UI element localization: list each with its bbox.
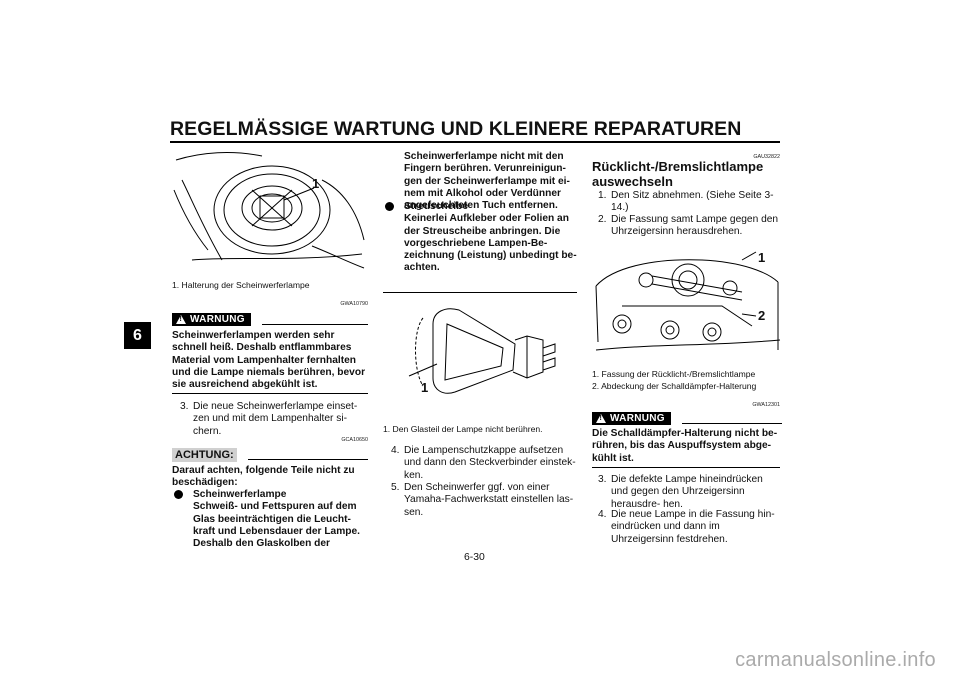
step-text: Die Fassung samt Lampe gegen den Uhrzeig…: [611, 214, 779, 238]
headlight-holder-drawing: [173, 152, 365, 269]
step-number: 4.: [391, 445, 400, 456]
halogen-bulb-drawing: [408, 308, 556, 394]
page-number: 6-30: [464, 552, 485, 563]
bulb-glass-figure: 1: [383, 300, 577, 418]
step-number: 2.: [598, 214, 607, 225]
taillight-socket-drawing: [595, 251, 781, 351]
warning-rule: [682, 423, 782, 425]
step-text: Die defekte Lampe hineindrücken und gege…: [611, 474, 763, 510]
figure-label: 1: [421, 380, 429, 395]
warning-text: Scheinwerferlampen werden sehr schnell h…: [172, 330, 366, 391]
bullet-dot-icon: [385, 202, 394, 211]
figure-caption: 1. Halterung der Scheinwerferlampe: [172, 280, 310, 290]
taillight-socket-figure: 1 2: [592, 246, 782, 364]
figure-caption: 1. Den Glasteil der Lampe nicht berühren…: [383, 424, 543, 434]
step-text: Den Sitz abnehmen. (Siehe Seite 3-14.): [611, 190, 774, 214]
bullet-streuscheibe: Streuscheibe Keinerlei Aufkleber oder Fo…: [383, 201, 578, 275]
step-text: Den Scheinwerfer ggf. von einer Yamaha-F…: [404, 482, 574, 518]
achtung-end-rule: [383, 292, 577, 294]
step-text: Die neue Scheinwerferlampe einset- zen u…: [193, 401, 358, 437]
figure-label-2: 2: [758, 308, 766, 323]
figure-label: 1: [312, 176, 320, 191]
step-4: 4. Die neue Lampe in die Fassung hin- ei…: [598, 509, 782, 546]
achtung-header: ACHTUNG:: [172, 445, 368, 463]
warning-label: WARNUNG: [610, 413, 665, 424]
bullet-dot-icon: [174, 490, 183, 499]
headlight-bulb-holder-figure: 1: [172, 150, 368, 272]
step-1: 1. Den Sitz abnehmen. (Siehe Seite 3-14.…: [598, 190, 782, 215]
step-number: 3.: [598, 474, 607, 485]
figure-caption-2: 2. Abdeckung der Schalldämpfer-Halterung: [592, 381, 757, 391]
step-3: 3. Die neue Scheinwerferlampe einset- ze…: [180, 401, 370, 438]
header-rule: [170, 141, 780, 143]
warning-badge: WARNUNG: [592, 412, 671, 425]
step-3: 3. Die defekte Lampe hineindrücken und g…: [598, 474, 782, 511]
achtung-rule: [248, 459, 368, 461]
step-5: 5. Den Scheinwerfer ggf. von einer Yamah…: [391, 482, 579, 519]
warning-end-rule: [592, 467, 780, 469]
bullet-text: Schweiß- und Fettspuren auf dem Glas bee…: [193, 501, 360, 550]
warning-code: GWA12301: [752, 402, 780, 408]
warning-end-rule: [172, 393, 368, 395]
section-code: GAU32822: [753, 154, 780, 160]
step-number: 3.: [180, 401, 189, 412]
step-4: 4. Die Lampenschutzkappe aufsetzen und d…: [391, 445, 579, 482]
step-2: 2. Die Fassung samt Lampe gegen den Uhrz…: [598, 214, 782, 239]
step-text: Die neue Lampe in die Fassung hin- eindr…: [611, 509, 775, 545]
bullet-title: Scheinwerferlampe: [193, 489, 287, 500]
warning-text: Die Schalldämpfer-Halterung nicht be- rü…: [592, 428, 778, 464]
warning-badge: WARNUNG: [172, 313, 251, 326]
figure-caption-1: 1. Fassung der Rücklicht-/Bremslichtlamp…: [592, 369, 756, 379]
warning-label: WARNUNG: [190, 314, 245, 325]
section-title: Rücklicht-/Bremslichtlampe auswechseln: [592, 159, 764, 189]
chapter-tab: 6: [124, 322, 151, 349]
warning-triangle-icon: [176, 315, 186, 324]
step-number: 1.: [598, 190, 607, 201]
warning-header: WARNUNG: [592, 410, 782, 428]
warning-rule: [262, 324, 368, 326]
bullet-title: Streuscheibe: [404, 201, 468, 212]
watermark-text: carmanualsonline.info: [735, 649, 936, 671]
figure-label-1: 1: [758, 250, 766, 265]
achtung-intro: Darauf achten, folgende Teile nicht zu b…: [172, 465, 355, 489]
step-text: Die Lampenschutzkappe aufsetzen und dann…: [404, 445, 576, 481]
achtung-code: GCA10650: [341, 437, 368, 443]
continued-text: Scheinwerferlampe nicht mit den Fingern …: [404, 151, 570, 212]
step-number: 5.: [391, 482, 400, 493]
bullet-text: Keinerlei Aufkleber oder Folien an der S…: [404, 213, 577, 274]
page-header-title: REGELMÄSSIGE WARTUNG UND KLEINERE REPARA…: [170, 118, 742, 140]
step-number: 4.: [598, 509, 607, 520]
warning-header: WARNUNG: [172, 311, 368, 329]
warning-code: GWA10790: [340, 301, 368, 307]
warning-triangle-icon: [596, 414, 606, 423]
achtung-badge: ACHTUNG:: [172, 448, 237, 462]
bullet-scheinwerferlampe: Scheinwerferlampe Schweiß- und Fettspure…: [172, 489, 372, 550]
